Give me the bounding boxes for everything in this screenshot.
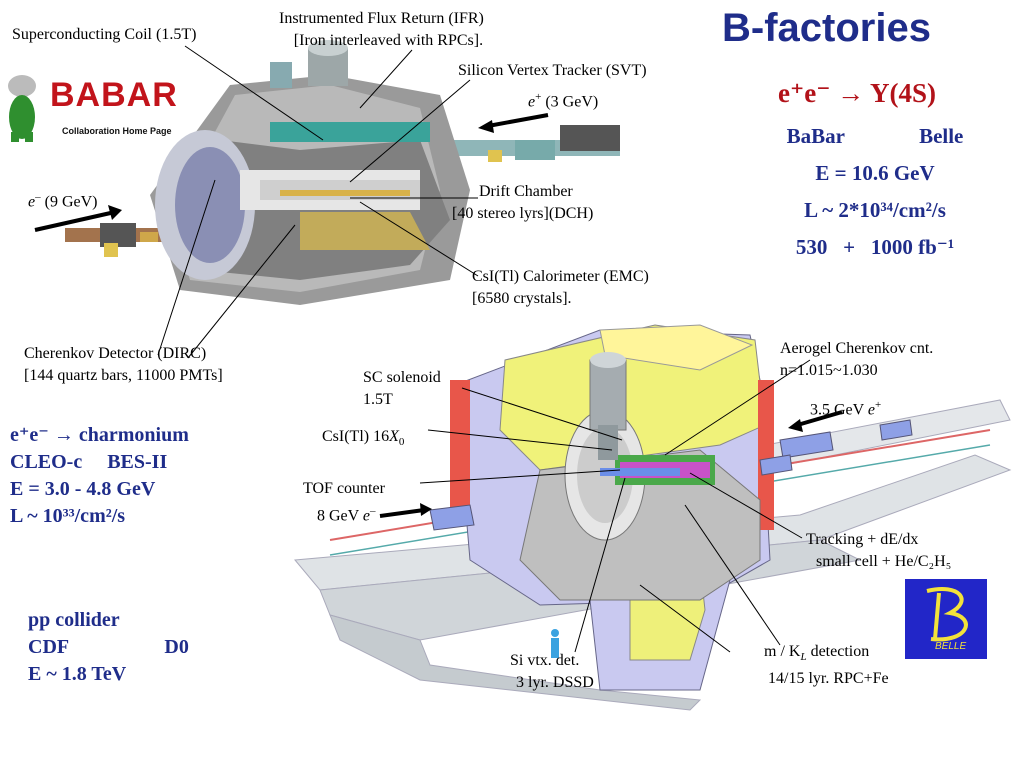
belle-experiment-name: Belle — [919, 124, 964, 148]
sc-solenoid-label-line2: 1.5T — [363, 391, 393, 408]
mu-kl-label-line2: 14/15 lyr. RPC+Fe — [768, 670, 889, 688]
bfactory-luminosity: L ~ 2*10³⁴/cm²/s — [804, 198, 946, 222]
dirc-label-line1: Cherenkov Detector (DIRC) — [24, 345, 207, 362]
babar-positron-energy: (3 GeV) — [545, 93, 599, 111]
sc-solenoid-label: SC solenoid 1.5T — [363, 367, 441, 411]
ifr-label: Instrumented Flux Return (IFR) [Iron int… — [279, 8, 484, 52]
ifr-label-line2: [Iron interleaved with RPCs]. — [293, 32, 484, 49]
human-scale-figure — [551, 638, 559, 658]
belle-logo-text: BELLE — [935, 641, 967, 652]
babar-electron-arrow — [34, 210, 116, 232]
elephant-icon — [8, 75, 36, 142]
tracking-label: Tracking + dE/dx small cell + He/C₂H₅ — [806, 529, 951, 573]
sc-solenoid-label-line1: SC solenoid — [363, 369, 441, 386]
svt-label: Silicon Vertex Tracker (SVT) — [458, 62, 647, 79]
emc-label-line2: [6580 crystals]. — [472, 290, 572, 307]
cdf-experiment-name: CDF — [28, 636, 69, 658]
babar-coil — [270, 122, 430, 142]
coil-label: Superconducting Coil (1.5T) — [12, 26, 197, 43]
babar-positron-beam-label: e+ (3 GeV) — [528, 91, 599, 111]
belle-chimney — [589, 359, 627, 431]
babar-electron-energy: (9 GeV) — [44, 193, 98, 211]
babar-logo[interactable]: BABAR Collaboration Home Page — [2, 72, 177, 144]
bfactory-info: BaBar Belle E = 10.6 GeV L ~ 2*10³⁴/cm²/… — [770, 118, 980, 266]
babar-positron-arrow — [487, 113, 549, 128]
belle-positron-arrow — [793, 410, 843, 428]
aerogel-label-line2: n=1.015~1.030 — [780, 362, 878, 379]
dirc-label: Cherenkov Detector (DIRC) [144 quartz ba… — [24, 343, 223, 387]
d0-experiment-name: D0 — [164, 636, 189, 658]
charm-reaction: e⁺e⁻ → charmonium — [10, 424, 189, 446]
tracking-label-line1: Tracking + dE/dx — [806, 531, 919, 548]
dch-label-line2: [40 stereo lyrs](DCH) — [452, 205, 594, 222]
babar-logo-text: BABAR — [50, 76, 178, 114]
emc-label-line1: CsI(Tl) Calorimeter (EMC) — [472, 268, 649, 285]
bfactory-reaction: e⁺e⁻ → Y(4S) — [778, 78, 936, 108]
ppbar-title: pp collider — [28, 609, 120, 631]
bfactory-energy: E = 10.6 GeV — [815, 161, 935, 185]
si-vtx-label: Si vtx. det. 3 lyr. DSSD — [510, 650, 594, 694]
belle-endcap-plate — [450, 380, 470, 520]
babar-emc — [300, 212, 430, 250]
dirc-label-line2: [144 quartz bars, 11000 PMTs] — [24, 367, 223, 384]
charm-info: e⁺e⁻ → charmonium CLEO-c BES-II E = 3.0 … — [10, 422, 189, 530]
csi-label: CsI(Tl) 16X0 — [322, 428, 405, 449]
tof-label-text: TOF counter — [303, 480, 385, 497]
charm-experiments: CLEO-c BES-II — [10, 451, 168, 473]
aerogel-label: Aerogel Cherenkov cnt. n=1.015~1.030 — [780, 338, 933, 382]
babar-electron-beam-label: e– (9 GeV) — [28, 191, 98, 211]
mu-kl-prefix: m / K — [764, 643, 801, 660]
dch-label-line1: Drift Chamber — [479, 183, 573, 200]
aerogel-label-line1: Aerogel Cherenkov cnt. — [780, 340, 934, 357]
charm-luminosity: L ~ 10³³/cm²/s — [10, 505, 126, 527]
belle-electron-energy: 8 GeV — [317, 507, 359, 525]
csi-label-text: CsI(Tl) 16 — [322, 428, 390, 445]
si-vtx-label-line2: 3 lyr. DSSD — [516, 674, 594, 691]
bfactory-integrated-lumi: 530 + 1000 fb⁻¹ — [795, 235, 955, 259]
babar-experiment-name: BaBar — [786, 124, 845, 148]
ppbar-energy: E ~ 1.8 TeV — [28, 663, 127, 685]
ifr-label-line1: Instrumented Flux Return (IFR) — [279, 10, 484, 27]
mu-kl-label-line1: m / KL detection — [764, 643, 870, 664]
belle-positron-beam-label: 3.5 GeV e+ — [810, 399, 882, 419]
tof-label: TOF counter 8 GeV e– — [303, 478, 385, 527]
belle-logo[interactable]: BELLE — [905, 579, 987, 659]
charm-energy: E = 3.0 - 4.8 GeV — [10, 478, 156, 500]
emc-label: CsI(Tl) Calorimeter (EMC) [6580 crystals… — [472, 266, 649, 310]
mu-kl-label: m / KL detection 14/15 lyr. RPC+Fe — [764, 641, 889, 690]
page-title: B-factories — [722, 6, 931, 50]
belle-electron-beam-label: 8 GeV e– — [317, 505, 376, 525]
ppbar-experiments: CDF D0 — [28, 634, 189, 661]
belle-b-icon — [926, 587, 968, 642]
tracking-label-line2: small cell + He/C₂H₅ — [816, 553, 952, 570]
belle-positron-energy: 3.5 GeV — [810, 401, 864, 419]
mu-kl-suffix: detection — [810, 643, 870, 660]
ppbar-info: pp collider CDF D0 E ~ 1.8 TeV — [28, 607, 189, 688]
bfactory-experiments: BaBar Belle — [770, 118, 980, 155]
babar-logo-subtitle: Collaboration Home Page — [62, 126, 172, 136]
belle-electron-arrow — [379, 508, 425, 518]
dch-label: Drift Chamber [40 stereo lyrs](DCH) — [452, 181, 593, 225]
si-vtx-label-line1: Si vtx. det. — [510, 652, 580, 669]
